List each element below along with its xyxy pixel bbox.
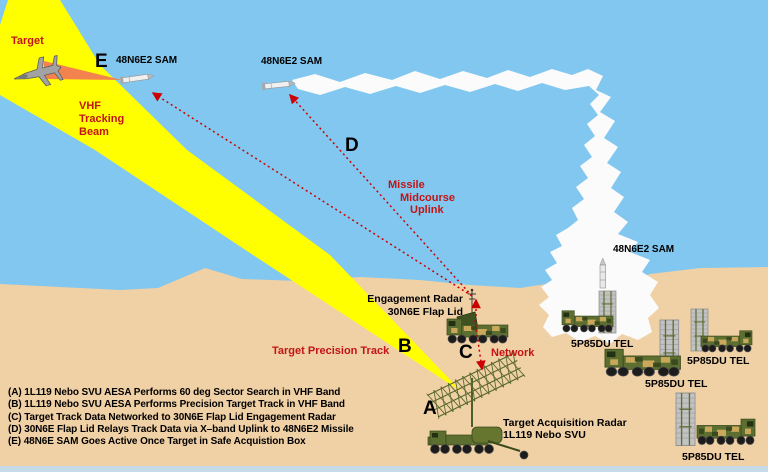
acquisition-radar-label: Target Acquisition Radar 1L119 Nebo SVU: [503, 417, 627, 441]
target-aircraft-icon: [13, 55, 64, 87]
legend-item-e: (E) 48N6E SAM Goes Active Once Target in…: [8, 436, 306, 448]
acquisition-line1: Target Acquisition Radar: [503, 417, 627, 429]
legend-item-b: (B) 1L119 Nebo SVU AESA Performs Precisi…: [8, 399, 345, 411]
sam-midcourse-label: 48N6E2 SAM: [261, 56, 323, 67]
step-b-label: B: [398, 336, 412, 357]
network-label: Network: [491, 347, 535, 359]
vhf-beam-label: VHF Tracking Beam: [79, 100, 124, 139]
tel4-label: 5P85DU TEL: [682, 451, 745, 463]
acquisition-line2: 1L119 Nebo SVU: [503, 429, 586, 441]
vhf-line2: Tracking: [79, 113, 125, 125]
missile-smoke-trail: [292, 69, 659, 344]
red-dotted-arrows: [151, 92, 486, 371]
step-a-label: A: [423, 398, 437, 419]
sam-missile-icon: [599, 257, 606, 289]
uplink-arrow-midcourse: [289, 93, 473, 297]
tel2-label: 5P85DU TEL: [645, 378, 708, 390]
midcourse-line1: Missile: [388, 179, 425, 191]
step-d-label: D: [345, 135, 359, 156]
midcourse-line2: Midcourse: [400, 192, 456, 204]
bottom-strip: [0, 466, 768, 472]
legend-item-a: (A) 1L119 Nebo SVU AESA Performs 60 deg …: [8, 387, 341, 398]
tel3-label: 5P85DU TEL: [687, 355, 750, 367]
legend-item-c: (C) Target Track Data Networked to 30N6E…: [8, 411, 336, 423]
sam-missile-icon: [119, 73, 155, 85]
nebo-svu-radar-vehicle-icon: [426, 351, 529, 460]
uplink-arrow-terminal: [151, 92, 473, 297]
legend-item-d: (D) 30N6E Flap Lid Relays Track Data via…: [8, 423, 354, 435]
network-arrow: [474, 319, 486, 371]
engagement-line2: 30N6E Flap Lid: [387, 306, 463, 318]
sam-e-label: 48N6E2 SAM: [116, 55, 178, 66]
vhf-line3: Beam: [79, 126, 109, 138]
vhf-beam-shape: [0, 0, 462, 392]
target-label: Target: [11, 35, 44, 47]
engagement-line1: Engagement Radar: [367, 293, 463, 305]
step-c-label: C: [459, 342, 473, 363]
engagement-radar-label: Engagement Radar 30N6E Flap Lid: [343, 293, 463, 319]
step-e-label: E: [95, 51, 108, 72]
sam-launch-label: 48N6E2 SAM: [613, 244, 675, 255]
legend: (A) 1L119 Nebo SVU AESA Performs 60 deg …: [8, 387, 388, 448]
vhf-line1: VHF: [79, 100, 101, 112]
sam-missile-icon: [261, 80, 296, 91]
seeker-cone-shape: [44, 61, 122, 80]
midcourse-line3: Uplink: [410, 204, 444, 216]
tel1-label: 5P85DU TEL: [571, 338, 634, 350]
precision-track-label: Target Precision Track: [272, 345, 390, 357]
